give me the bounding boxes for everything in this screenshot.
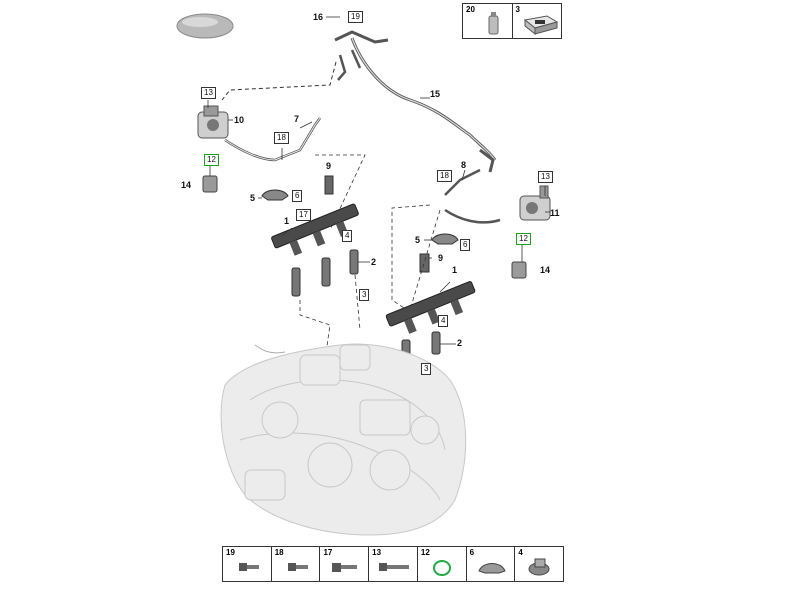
plug-14-left — [202, 175, 218, 193]
legend-number: 4 — [518, 548, 523, 557]
legend-cell: 13 — [369, 547, 418, 581]
callout-15: 15 — [430, 89, 441, 99]
legend-number: 6 — [469, 548, 475, 557]
callout-6-left: 6 — [292, 190, 303, 202]
callout-1-left: 1 — [284, 216, 290, 226]
callout-18-right: 18 — [437, 170, 452, 182]
legend-number: 13 — [372, 548, 382, 557]
callout-18-left: 18 — [274, 132, 289, 144]
callout-10: 10 — [234, 115, 245, 125]
fuel-line-connector-top — [334, 30, 389, 44]
callout-9-left: 9 — [326, 161, 332, 171]
callout-14-right: 14 — [540, 265, 551, 275]
legend-number: 18 — [274, 548, 284, 557]
callout-16: 16 — [313, 12, 324, 22]
kit-box: 20 3 — [462, 3, 562, 39]
callout-19-top: 19 — [348, 11, 363, 23]
callout-6-right: 6 — [460, 239, 471, 251]
engine-block — [220, 343, 467, 536]
callout-13-left: 13 — [201, 87, 216, 99]
fuel-line-15 — [350, 37, 497, 161]
legend-cell: 18 — [272, 547, 321, 581]
hp-pump-left — [197, 105, 229, 139]
callout-12-right: 12 — [516, 233, 531, 245]
hp-line-right — [444, 168, 501, 224]
clamp-right — [431, 233, 459, 245]
parts-kit-box-icon — [523, 15, 558, 36]
sensor-9-right — [419, 253, 430, 273]
callout-14-left: 14 — [181, 180, 192, 190]
legend-number: 19 — [226, 548, 235, 557]
sensor-9-left — [324, 175, 334, 195]
callout-12-left: 12 — [204, 154, 219, 166]
o-ring-icon — [432, 560, 451, 576]
parts-legend: 19 18 17 13 12 — [222, 546, 564, 582]
callout-7: 7 — [294, 114, 300, 124]
callout-5-left: 5 — [250, 193, 256, 203]
clip-icon — [477, 563, 506, 574]
callout-2-right: 2 — [457, 338, 463, 348]
callout-5-right: 5 — [415, 235, 421, 245]
legend-cell: 17 — [320, 547, 370, 581]
callout-4-left: 4 — [342, 230, 353, 242]
plug-14-right — [511, 261, 527, 279]
legend-number: 12 — [420, 548, 430, 557]
callout-3-right: 3 — [421, 363, 432, 375]
kit-cell-spray: 20 — [463, 4, 513, 38]
legend-cell: 12 — [418, 547, 467, 581]
bolt-icon — [287, 563, 308, 571]
kit-cell-box: 3 — [513, 4, 562, 38]
legend-cell: 6 — [467, 547, 516, 581]
callout-1-right: 1 — [452, 265, 458, 275]
legend-cell: 19 — [223, 547, 272, 581]
callout-8: 8 — [461, 160, 467, 170]
callout-3-left: 3 — [359, 289, 370, 301]
clamp-left — [261, 189, 289, 201]
kit-number: 3 — [515, 5, 520, 14]
callout-2-left: 2 — [371, 257, 377, 267]
fuel-rail-right — [385, 281, 476, 334]
bolt-icon — [332, 563, 358, 572]
long-bolt-icon — [379, 563, 410, 571]
injectors-left — [291, 249, 359, 297]
callout-17: 17 — [296, 209, 311, 221]
legend-number: 17 — [323, 548, 333, 557]
bracket-clip-icon — [528, 558, 550, 576]
callout-11: 11 — [550, 208, 560, 218]
spray-can-icon — [488, 12, 499, 35]
bolt-icon — [239, 563, 259, 571]
legend-cell: 4 — [515, 547, 563, 581]
callout-13-right: 13 — [538, 171, 553, 183]
callout-4-right: 4 — [438, 315, 449, 327]
callout-9-right: 9 — [438, 253, 444, 263]
hp-pump-right — [519, 185, 551, 221]
fuel-rail-left — [271, 203, 359, 256]
fuel-line-left — [221, 61, 337, 101]
kit-number: 20 — [466, 5, 475, 14]
